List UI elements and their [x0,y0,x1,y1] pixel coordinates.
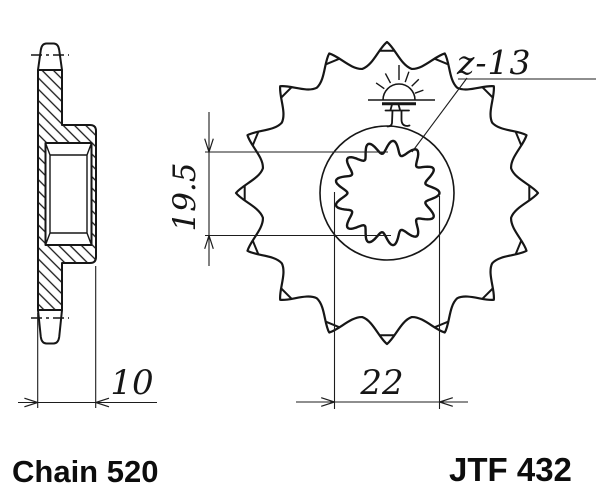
chain-size-label: Chain 520 [12,454,159,489]
major-dia-ext-lines [333,192,441,409]
tooth-tip-chamfer-lines [243,49,531,337]
front-view [234,40,540,346]
minor-dia-ext-lines [205,151,391,237]
side-view-tooth-top [37,42,63,71]
hub-width-label: 10 [110,363,154,403]
logo-glyph [384,103,411,128]
side-view [31,42,97,345]
side-view-body [37,69,97,311]
width-ext-lines [37,266,97,408]
teeth-count-label: z-13 [457,43,532,82]
dimension-arrowheads [24,138,453,408]
spline-minor-diameter-label: 19.5 [167,162,203,232]
sun-rays [375,65,424,94]
side-view-bore-lines [44,142,93,246]
sprocket-teeth-outline [234,40,540,346]
side-view-tooth-bottom [37,309,63,345]
part-number-label: JTF 432 [449,451,572,488]
spline-bore-outline [334,139,441,247]
rising-sun-jt-logo-icon [368,65,435,128]
sun-semicircle [382,83,416,101]
spline-major-diameter-label: 22 [360,363,404,403]
dimension-lines [18,77,596,409]
teeth-leader-line [411,77,468,153]
